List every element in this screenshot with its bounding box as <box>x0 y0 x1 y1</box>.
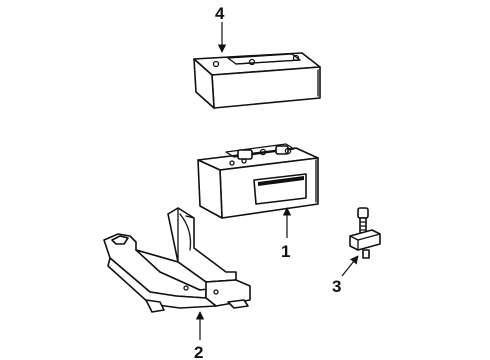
leader-lines <box>195 22 359 340</box>
callout-1: 1 <box>281 242 290 261</box>
battery-cover-part <box>193 52 321 109</box>
hold-down-bolt-part <box>349 207 381 259</box>
callout-4: 4 <box>215 4 225 23</box>
battery-tray-part <box>103 207 251 313</box>
callout-3: 3 <box>332 277 341 296</box>
callout-labels: 4 1 2 3 <box>194 4 341 360</box>
leader-line-3 <box>341 255 359 277</box>
battery-part <box>197 143 319 219</box>
callout-2: 2 <box>194 343 203 360</box>
